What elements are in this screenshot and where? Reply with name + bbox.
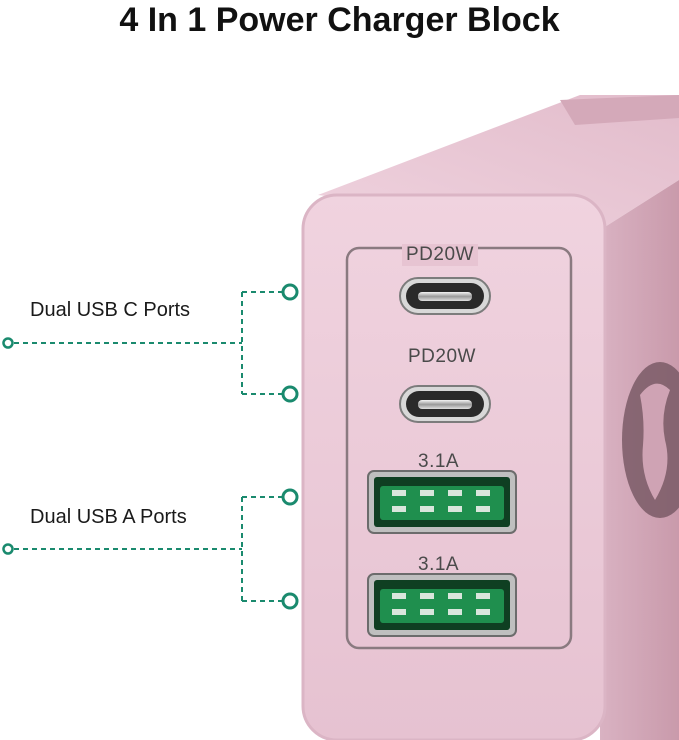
usb-a-callout-dot-left <box>2 543 14 555</box>
usb-c-callout-label: Dual USB C Ports <box>30 299 191 321</box>
usb-a-port-1 <box>367 470 517 534</box>
port-label-3: 3.1A <box>418 451 460 472</box>
brand-logo-icon <box>622 362 679 518</box>
port-label-4: 3.1A <box>418 554 460 575</box>
usb-c-port-2 <box>399 385 491 423</box>
usb-a-callout-dot-top <box>281 488 299 506</box>
usb-a-port-2 <box>367 573 517 637</box>
usb-c-port-1 <box>399 277 491 315</box>
usb-a-callout-dot-bottom <box>281 592 299 610</box>
usb-c-callout-dot-top <box>281 283 299 301</box>
usb-a-callout-lines <box>14 496 282 602</box>
port-label-2: PD20W <box>408 346 476 367</box>
port-label-1: PD20W <box>402 244 478 266</box>
usb-c-callout-dot-left <box>2 337 14 349</box>
usb-c-callout-lines <box>14 291 282 395</box>
usb-c-callout-dot-bottom <box>281 385 299 403</box>
page-title: 4 In 1 Power Charger Block <box>119 1 560 39</box>
usb-a-callout-label: Dual USB A Ports <box>30 506 187 528</box>
